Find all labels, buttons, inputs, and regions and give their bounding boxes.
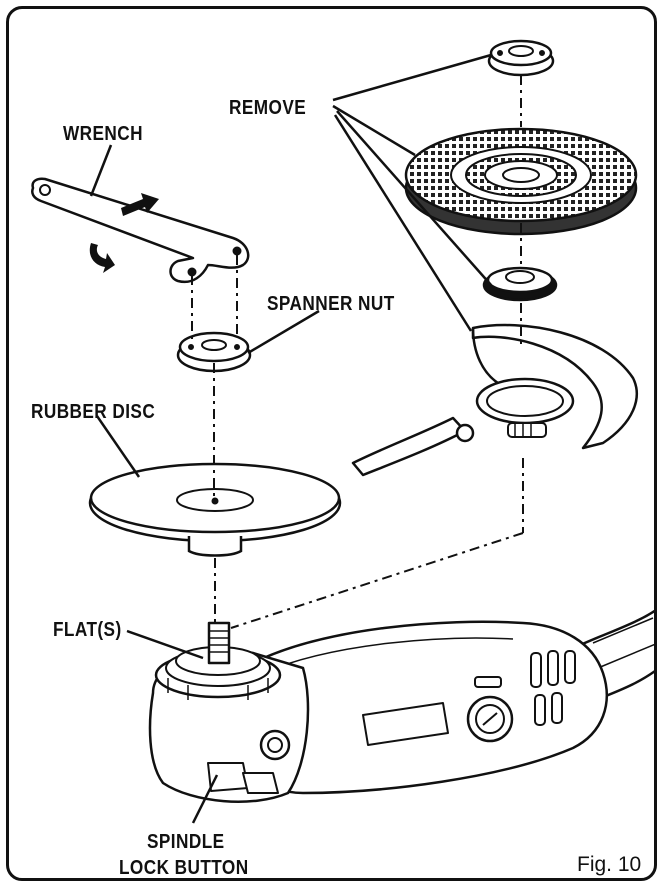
angle-grinder <box>148 609 654 803</box>
removed-parts <box>404 39 638 302</box>
rubber-disc-label: RUBBER DISC <box>31 401 156 423</box>
figure-caption: Fig. 10 <box>577 853 642 876</box>
spanner-nut-label: SPANNER NUT <box>267 293 395 315</box>
exploded-diagram <box>31 39 654 824</box>
spanner-nut <box>176 331 252 373</box>
wrench-label: WRENCH <box>63 123 143 145</box>
remove-label: REMOVE <box>229 97 307 119</box>
flats-label: FLAT(S) <box>53 619 122 641</box>
wheel-guard <box>351 323 638 477</box>
rubber-disc <box>88 462 342 557</box>
spindle-lock-label-line2: LOCK BUTTON <box>119 857 249 879</box>
wrench <box>31 177 250 284</box>
figure-frame: WRENCH REMOVE SPANNER NUT RUBBER DISC FL… <box>6 6 657 881</box>
assembly-lines <box>191 75 524 629</box>
spindle-lock-label-line1: SPINDLE <box>147 831 225 853</box>
leader-lines <box>89 53 492 824</box>
rotation-arrows <box>89 193 159 273</box>
